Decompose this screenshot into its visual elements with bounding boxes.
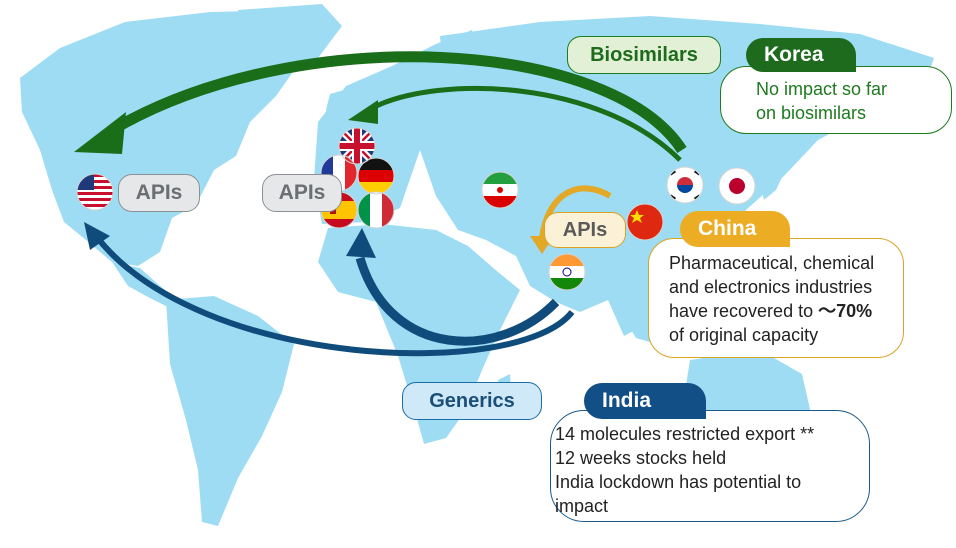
korea-flag	[667, 167, 703, 203]
china-callout-line: have recovered to ～70%	[669, 299, 903, 323]
italy-flag	[358, 192, 394, 228]
south-america-landmass	[166, 296, 294, 526]
generics-arrow-india-to-usa	[93, 234, 575, 357]
korea-tag: Korea	[746, 38, 856, 72]
china-callout: Pharmaceutical, chemical and electronics…	[648, 238, 904, 358]
usa-flag	[77, 174, 113, 210]
india-callout: 14 molecules restricted export ** 12 wee…	[550, 410, 870, 522]
india-callout-line: 14 molecules restricted export **	[555, 424, 815, 444]
apis-label-china-india: APIs	[544, 212, 626, 248]
china-tag: China	[680, 211, 790, 247]
uk-flag	[339, 128, 375, 164]
generics-label: Generics	[402, 382, 542, 420]
uk-landmass	[326, 90, 348, 126]
biosimilars-arrow-korea-to-europe	[370, 85, 682, 162]
apis-label-usa: APIs	[118, 174, 200, 212]
apis-label-europe: APIs	[262, 174, 342, 212]
china-capacity-value: ～70%	[818, 301, 873, 321]
greenland-landmass	[238, 4, 342, 68]
korea-callout-line: on biosimilars	[756, 103, 867, 123]
biosimilars-label: Biosimilars	[567, 36, 721, 74]
korea-callout-line: No impact so far	[756, 79, 888, 99]
china-flag	[627, 204, 663, 240]
india-callout-line: India lockdown has potential to	[555, 472, 802, 492]
generics-arrow-india-to-europe	[355, 256, 560, 346]
china-callout-line: and electronics industries	[669, 277, 873, 297]
korea-callout: No impact so far on biosimilars	[720, 66, 952, 134]
flags	[76, 127, 756, 291]
china-callout-line: of original capacity	[669, 325, 819, 345]
india-callout-line: 12 weeks stocks held	[555, 448, 727, 468]
biosimilars-arrow-head-europe	[348, 100, 378, 124]
biosimilars-arrow-korea-to-usa	[109, 51, 687, 153]
generics-arrow-head-europe	[346, 228, 376, 258]
japan-flag	[719, 168, 755, 204]
china-callout-text: have recovered to	[669, 301, 819, 321]
india-callout-line: impact	[555, 496, 609, 516]
iran-flag	[482, 172, 518, 208]
flow-arrows	[74, 51, 687, 357]
central-america-landmass	[112, 262, 178, 308]
india-flag	[549, 254, 585, 290]
japan-landmass	[760, 138, 790, 200]
china-callout-line: Pharmaceutical, chemical	[669, 253, 875, 273]
biosimilars-arrow-head-usa	[74, 112, 126, 154]
india-tag: India	[584, 383, 706, 419]
generics-arrow-head-usa	[84, 222, 110, 250]
